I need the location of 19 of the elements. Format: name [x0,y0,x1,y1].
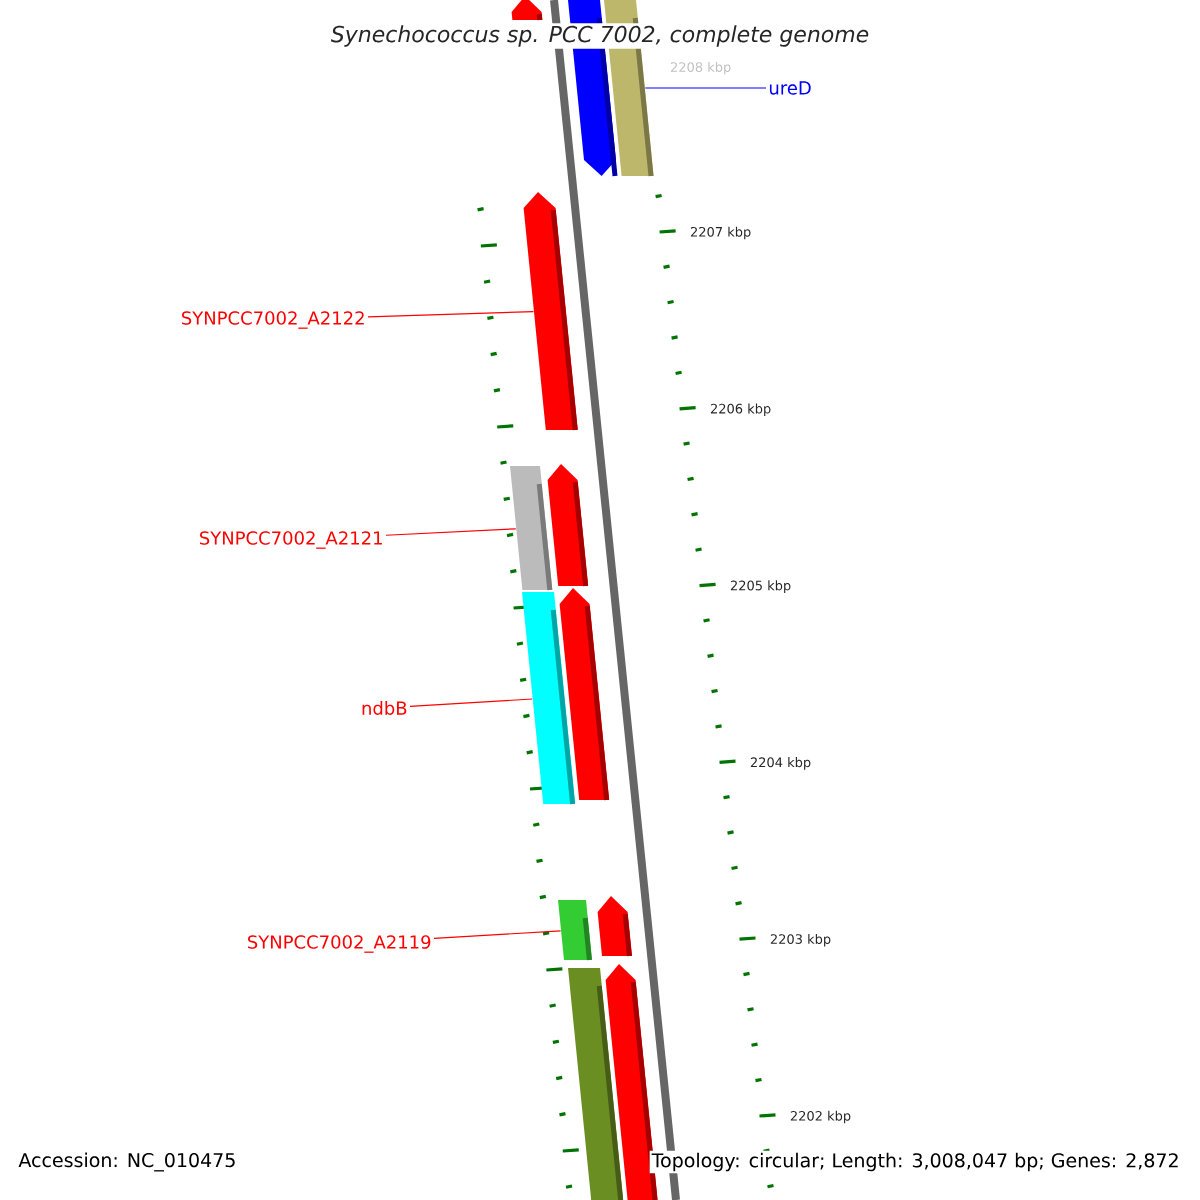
gene-feature [523,192,578,431]
gene-feature [510,466,553,591]
gene-feature [597,896,632,957]
leader-line [433,930,562,939]
leader-line [385,528,517,536]
leader-line [367,310,535,318]
gene-label: SYNPCC7002_A2122 [182,311,364,329]
gene-label: SYNPCC7002_A2121 [200,531,382,549]
leader-line [409,698,533,708]
title: Synechococcus sp. PCC 7002, complete genome [328,23,872,49]
gene-feature [511,0,543,21]
gene-feature [547,464,589,587]
gene-feature [558,900,592,961]
gene-label: SYNPCC7002_A2119 [248,935,431,953]
gene-label: ureD [769,81,811,95]
accession-text: Accession: NC_010475 [16,1150,239,1174]
genome-info-text: Topology: circular; Length: 3,008,047 bp; Genes: 2,872 [649,1150,1182,1174]
leader-line [644,87,767,89]
gene-label: ndbB [362,701,407,715]
